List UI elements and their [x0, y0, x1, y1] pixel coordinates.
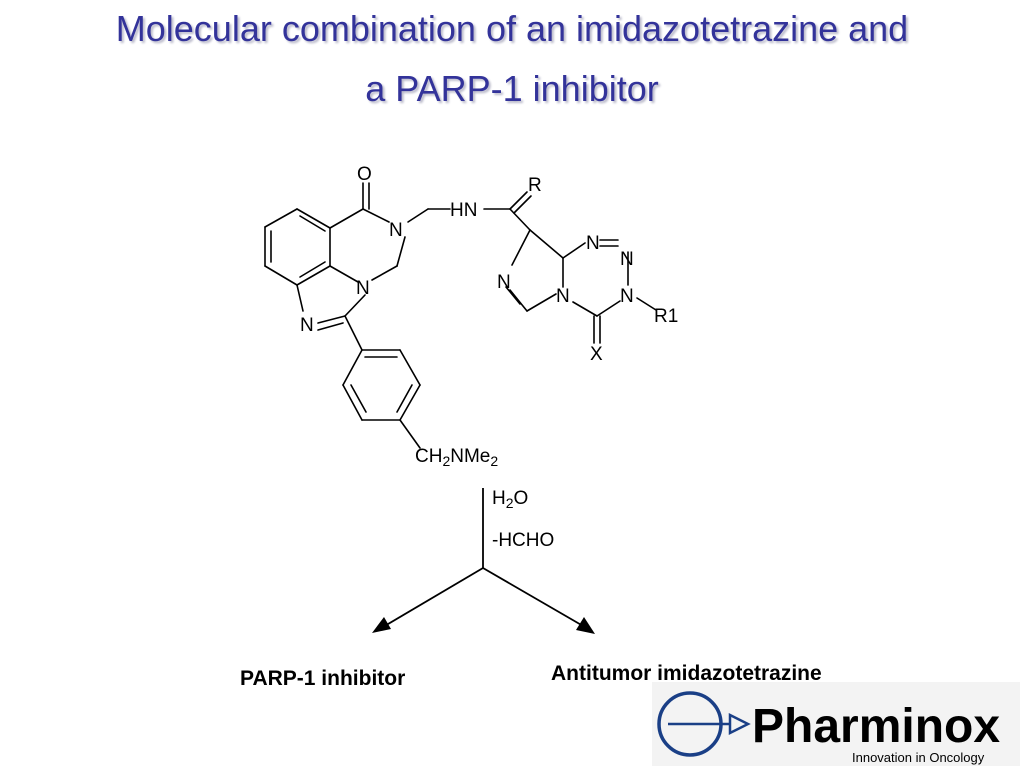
logo-arrow-icon [728, 712, 751, 736]
atom-label-r1: R1 [654, 306, 678, 327]
molecule-bonds [264, 182, 657, 449]
atom-label-r: R [528, 175, 542, 196]
reagent-water: H2O [492, 488, 528, 511]
logo-wordmark: Pharminox [752, 700, 1000, 753]
atom-label-n-tetrazine-1: N [586, 233, 600, 254]
atom-labels: O N HN R N N N N N N N R1 X CH2NMe2 [300, 164, 678, 469]
atom-label-n-imidazole: N [300, 315, 314, 336]
atom-label-n-imidazole-2: N [497, 272, 511, 293]
atom-label-n-tetrazine-2: N [620, 249, 634, 270]
atom-label-n-fused: N [556, 286, 570, 307]
atom-label-ch2nme2: CH2NMe2 [415, 446, 498, 469]
slide-title-line-2: a PARP-1 inhibitor [365, 68, 659, 109]
product-parp1-inhibitor: PARP-1 inhibitor [240, 667, 405, 690]
reagent-formaldehyde: -HCHO [492, 530, 554, 551]
slide-title-line-1: Molecular combination of an imidazotetra… [115, 8, 909, 49]
pharminox-logo: Pharminox Innovation in Oncology [652, 682, 1020, 766]
atom-label-o: O [357, 164, 372, 185]
logo-tagline: Innovation in Oncology [852, 750, 985, 765]
arrowhead-left [372, 617, 391, 633]
atom-label-hn: HN [450, 200, 477, 221]
atom-label-n-amide: N [389, 220, 403, 241]
atom-label-n-bridge: N [356, 278, 370, 299]
product-imidazotetrazine: Antitumor imidazotetrazine [551, 662, 822, 685]
arrowhead-right [576, 617, 595, 634]
atom-label-x: X [590, 344, 603, 365]
atom-label-n-tetrazine-3: N [620, 286, 634, 307]
reaction-arrow [377, 488, 591, 631]
